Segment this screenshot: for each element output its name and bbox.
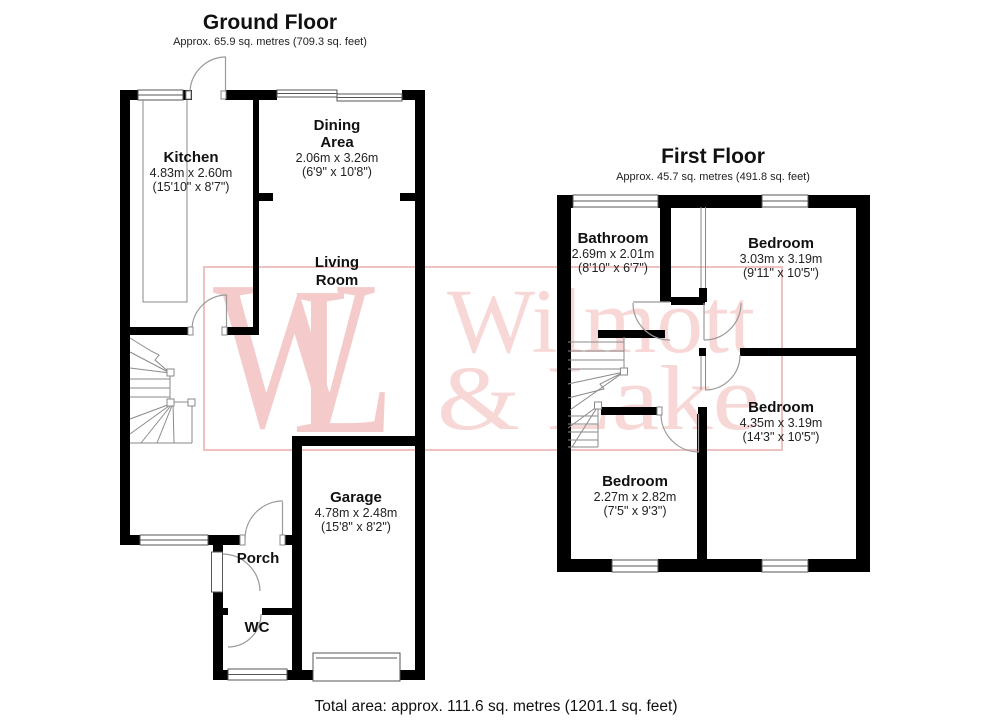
room-dims-bedroom2-metric: 4.35m x 3.19m: [740, 416, 823, 430]
ground-floor-stairs: [129, 337, 196, 444]
ground-floor-plan: Ground Floor Approx. 65.9 sq. metres (70…: [120, 11, 425, 682]
first-floor-labels: First Floor Approx. 45.7 sq. metres (491…: [572, 145, 823, 518]
room-dims-dining-metric: 2.06m x 3.26m: [296, 151, 379, 165]
room-dims-dining-imperial: (6'9" x 10'8"): [302, 165, 372, 179]
room-dims-bedroom1-metric: 3.03m x 3.19m: [740, 252, 823, 266]
airing-cupboard: [700, 207, 706, 288]
bedroom2-window: [761, 559, 809, 573]
room-dims-garage-metric: 4.78m x 2.48m: [315, 506, 398, 520]
wc-door: [227, 613, 262, 648]
kitchen-counter: [142, 100, 188, 303]
room-label-dining-1: Dining: [314, 117, 361, 134]
ground-floor-doors: [185, 56, 401, 682]
room-label-living-2: Room: [316, 272, 359, 289]
first-floor-subtitle: Approx. 45.7 sq. metres (491.8 sq. feet): [616, 171, 810, 183]
front-door: [211, 551, 261, 593]
garage-door: [312, 652, 401, 682]
room-label-garage: Garage: [330, 489, 382, 506]
kitchen-back-door: [185, 56, 227, 100]
porch-door: [239, 500, 286, 546]
room-label-kitchen: Kitchen: [163, 149, 218, 166]
room-label-bedroom1: Bedroom: [748, 235, 814, 252]
ground-floor-subtitle: Approx. 65.9 sq. metres (709.3 sq. feet): [173, 36, 367, 48]
room-dims-kitchen-metric: 4.83m x 2.60m: [150, 166, 233, 180]
room-dims-garage-imperial: (15'8" x 8'2"): [321, 520, 391, 534]
watermark-frame: [203, 266, 783, 451]
bedroom1-window: [761, 194, 809, 208]
room-label-living-1: Living: [315, 254, 359, 271]
bedroom3-door: [656, 406, 700, 453]
first-floor-walls: [557, 195, 870, 572]
kitchen-window: [137, 89, 184, 101]
ground-floor-title: Ground Floor: [203, 11, 337, 34]
room-label-wc: WC: [245, 619, 270, 636]
first-floor-plan: First Floor Approx. 45.7 sq. metres (491…: [557, 145, 870, 573]
room-dims-bedroom2-imperial: (14'3" x 10'5"): [743, 430, 820, 444]
bedroom1-door: [703, 302, 742, 341]
bathroom-door: [632, 301, 671, 341]
room-dims-bathroom-imperial: (8'10" x 6'7"): [578, 261, 648, 275]
bedroom3-window: [611, 559, 659, 573]
dining-window-right: [336, 93, 403, 102]
kitchen-door: [187, 294, 228, 336]
bedroom2-door: [700, 354, 741, 391]
room-dims-bedroom3-metric: 2.27m x 2.82m: [594, 490, 677, 504]
bathroom-window: [572, 194, 659, 208]
dining-window-left: [276, 89, 338, 98]
room-dims-bedroom1-imperial: (9'11" x 10'5"): [743, 266, 819, 280]
room-dims-kitchen-imperial: (15'10" x 8'7"): [153, 180, 230, 194]
room-label-bathroom: Bathroom: [578, 230, 649, 247]
room-label-porch: Porch: [237, 550, 280, 567]
watermark-monogram-w: W: [213, 237, 375, 472]
ground-floor-walls: [120, 90, 425, 680]
room-label-bedroom2: Bedroom: [748, 399, 814, 416]
hall-window: [139, 534, 209, 546]
first-floor-doors: [632, 301, 742, 453]
wc-window: [227, 668, 288, 681]
total-area-text: Total area: approx. 111.6 sq. metres (12…: [314, 698, 677, 715]
room-label-bedroom3: Bedroom: [602, 473, 668, 490]
first-floor-windows: [572, 194, 809, 573]
room-label-dining-2: Area: [320, 134, 354, 151]
room-dims-bathroom-metric: 2.69m x 2.01m: [572, 247, 655, 261]
room-dims-bedroom3-imperial: (7'5" x 9'3"): [604, 504, 667, 518]
ground-floor-windows: [137, 89, 403, 681]
ground-floor-labels: Ground Floor Approx. 65.9 sq. metres (70…: [150, 11, 398, 636]
first-floor-stairs: [567, 337, 628, 448]
first-floor-title: First Floor: [661, 145, 765, 168]
watermark: W L Wilmott & Lake: [203, 237, 783, 478]
